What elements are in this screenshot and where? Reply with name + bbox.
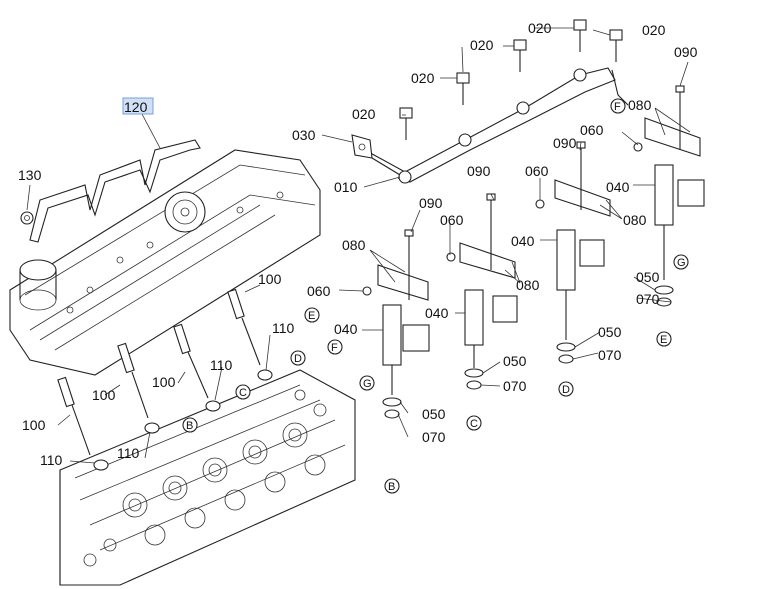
- label-050-b[interactable]: 050: [503, 353, 527, 369]
- injector-1: [362, 229, 430, 419]
- part-labels: 120 130 100 100 100 100 110 110 110 110 …: [18, 20, 698, 468]
- label-060-b[interactable]: 060: [440, 212, 464, 228]
- marker-b-engine: B: [186, 420, 193, 432]
- reference-markers: [182, 98, 689, 494]
- label-120[interactable]: 120: [124, 99, 148, 115]
- valve-cover: [9, 149, 321, 376]
- marker-g-engine: G: [363, 378, 372, 390]
- label-090-b[interactable]: 090: [467, 163, 491, 179]
- label-060-a[interactable]: 060: [307, 283, 331, 299]
- label-020-c[interactable]: 020: [352, 106, 376, 122]
- marker-letters: B C D E F G B C D E F G: [186, 101, 686, 493]
- label-020-e[interactable]: 020: [642, 22, 666, 38]
- label-040-d[interactable]: 040: [606, 179, 630, 195]
- label-090-c[interactable]: 090: [553, 135, 577, 151]
- fuel-rail-bolts: [399, 19, 623, 140]
- marker-c-injector: C: [470, 418, 478, 430]
- injector-3: [535, 141, 611, 364]
- label-090-d[interactable]: 090: [674, 44, 698, 60]
- label-100-d[interactable]: 100: [22, 417, 46, 433]
- label-110-a[interactable]: 110: [272, 320, 295, 336]
- marker-f-rail: F: [614, 101, 621, 113]
- label-080-d[interactable]: 080: [628, 97, 652, 113]
- marker-e-injector: E: [660, 334, 667, 346]
- label-050-c[interactable]: 050: [598, 324, 622, 340]
- clip-130: [20, 211, 34, 225]
- label-020-d[interactable]: 020: [528, 20, 552, 36]
- label-050-d[interactable]: 050: [636, 269, 660, 285]
- label-060-d[interactable]: 060: [580, 122, 604, 138]
- leader-lines: [26, 27, 691, 464]
- marker-g-injector: G: [677, 257, 686, 269]
- label-010[interactable]: 010: [334, 179, 358, 195]
- label-100-b[interactable]: 100: [92, 387, 116, 403]
- label-070-b[interactable]: 070: [503, 378, 527, 394]
- label-020-a[interactable]: 020: [470, 37, 494, 53]
- label-100-c[interactable]: 100: [152, 374, 176, 390]
- label-080-b[interactable]: 080: [516, 277, 540, 293]
- marker-f-engine: F: [331, 342, 338, 354]
- injector-4: [633, 85, 705, 307]
- label-040-c[interactable]: 040: [511, 233, 535, 249]
- marker-d-engine: D: [294, 353, 302, 365]
- label-070-c[interactable]: 070: [598, 347, 622, 363]
- marker-c-engine: C: [239, 387, 247, 399]
- label-110-b[interactable]: 110: [210, 357, 233, 373]
- label-070-d[interactable]: 070: [636, 291, 660, 307]
- rail-bracket-030: [351, 134, 373, 159]
- label-110-c[interactable]: 110: [117, 445, 140, 461]
- marker-b-injector: B: [388, 481, 395, 493]
- glow-plugs: [57, 288, 273, 471]
- marker-d-injector: D: [562, 384, 570, 396]
- label-070-a[interactable]: 070: [422, 429, 446, 445]
- injector-2: [446, 193, 518, 390]
- label-050-a[interactable]: 050: [422, 406, 446, 422]
- label-060-c[interactable]: 060: [525, 163, 549, 179]
- label-040-a[interactable]: 040: [334, 321, 358, 337]
- label-130[interactable]: 130: [18, 167, 42, 183]
- label-030[interactable]: 030: [292, 127, 316, 143]
- gasket-120: [29, 139, 201, 243]
- label-100-a[interactable]: 100: [258, 271, 282, 287]
- label-080-c[interactable]: 080: [623, 212, 647, 228]
- label-110-d[interactable]: 110: [40, 452, 63, 468]
- label-020-b[interactable]: 020: [411, 70, 435, 86]
- label-080-a[interactable]: 080: [342, 237, 366, 253]
- marker-e-engine: E: [308, 310, 315, 322]
- label-090-a[interactable]: 090: [419, 195, 443, 211]
- fuel-rail: [364, 67, 629, 184]
- label-040-b[interactable]: 040: [425, 305, 449, 321]
